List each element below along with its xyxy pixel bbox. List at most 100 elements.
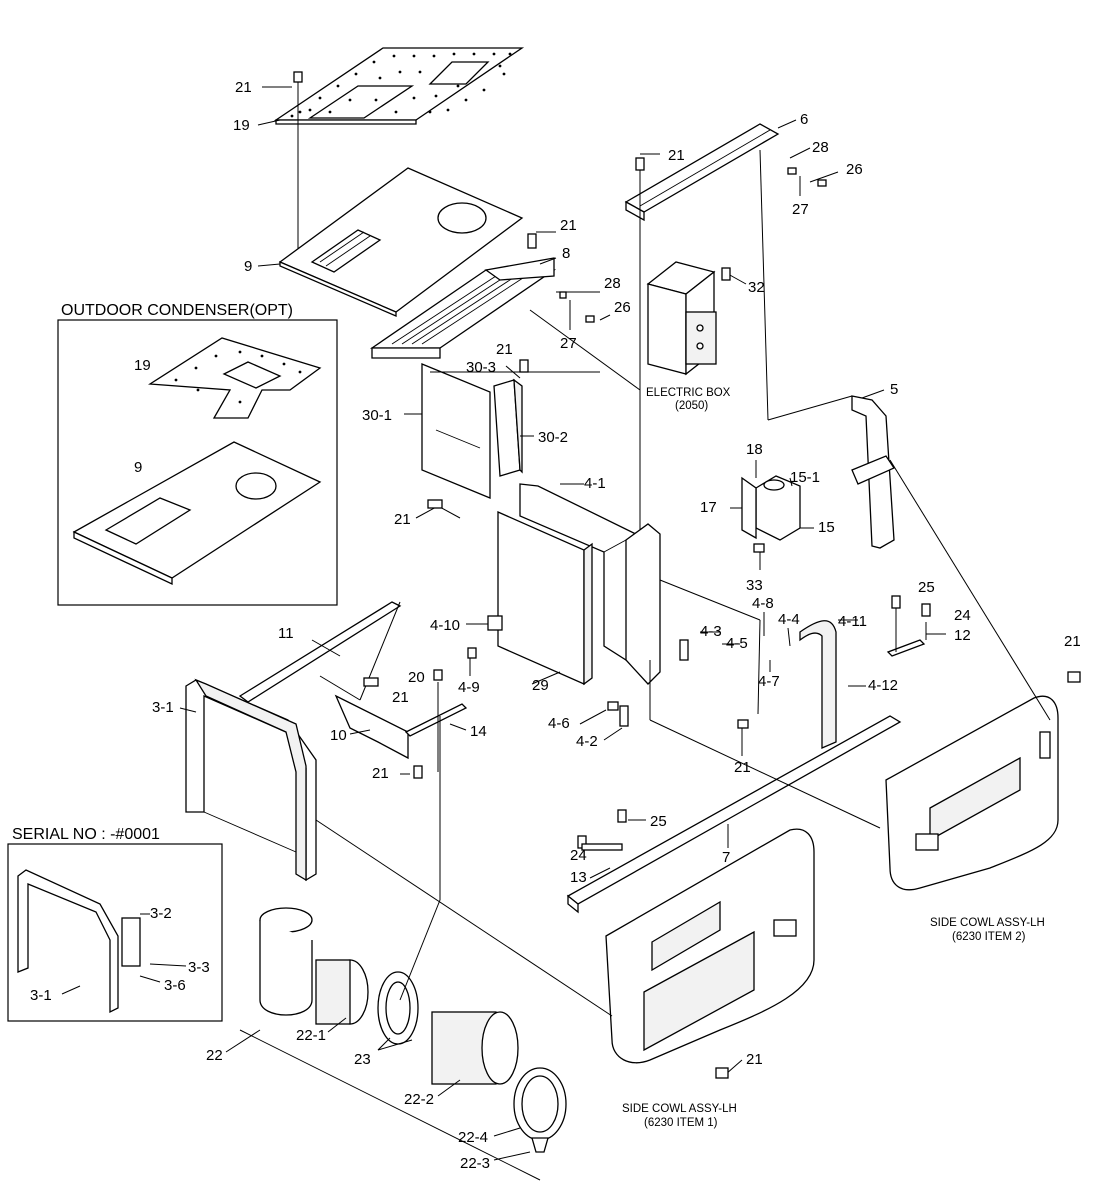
callout-21-cowl: 21 bbox=[746, 1051, 763, 1068]
callout-21-plate: 21 bbox=[560, 217, 577, 234]
callout-15-1: 15-1 bbox=[790, 469, 820, 486]
part-19-perforated-plate bbox=[273, 47, 525, 125]
serial-part-3-1 bbox=[17, 869, 141, 1014]
callout-3-2: 3-2 bbox=[150, 905, 172, 922]
callout-4-4: 4-4 bbox=[778, 611, 800, 628]
callout-19-opt: 19 bbox=[134, 357, 151, 374]
opt-part-19-plate bbox=[148, 337, 322, 419]
side-cowl-item2 bbox=[885, 695, 1059, 891]
callout-25-b: 25 bbox=[650, 813, 667, 830]
serial-no-title: SERIAL NO : -#0001 bbox=[12, 826, 160, 843]
callout-4-9: 4-9 bbox=[458, 679, 480, 696]
callout-18: 18 bbox=[746, 441, 763, 458]
side-cowl-item1-caption-1: SIDE COWL ASSY-LH bbox=[622, 1103, 737, 1115]
part-30-1-panel bbox=[421, 363, 491, 499]
part-3-1-housing bbox=[185, 678, 317, 882]
side-cowl-item2-caption-1: SIDE COWL ASSY-LH bbox=[930, 917, 1045, 929]
callout-21-10: 21 bbox=[392, 689, 409, 706]
callout-22: 22 bbox=[206, 1047, 223, 1064]
side-cowl-item1-caption-2: (6230 ITEM 1) bbox=[644, 1117, 718, 1129]
callout-32: 32 bbox=[748, 279, 765, 296]
callout-28-b: 28 bbox=[812, 139, 829, 156]
callout-4-8: 4-8 bbox=[752, 595, 774, 612]
callout-21-low: 21 bbox=[372, 765, 389, 782]
part-5-bracket bbox=[851, 395, 895, 549]
part-6-rail bbox=[624, 123, 780, 540]
callout-4-6: 4-6 bbox=[548, 715, 570, 732]
assembly-lines bbox=[239, 149, 1051, 1181]
outdoor-condenser-frame bbox=[57, 319, 338, 606]
callout-6: 6 bbox=[800, 111, 808, 128]
callout-9-top: 9 bbox=[244, 258, 252, 275]
callout-15: 15 bbox=[818, 519, 835, 536]
bolt-21-top bbox=[293, 71, 303, 250]
callout-22-4: 22-4 bbox=[458, 1129, 488, 1146]
leader-lines bbox=[61, 86, 1073, 1161]
callout-33: 33 bbox=[746, 577, 763, 594]
callout-26-a: 26 bbox=[614, 299, 631, 316]
callout-19-top: 19 bbox=[233, 117, 250, 134]
callout-22-1: 22-1 bbox=[296, 1027, 326, 1044]
callout-28-a: 28 bbox=[604, 275, 621, 292]
callout-27-a: 27 bbox=[560, 335, 577, 352]
part-4-1-frame bbox=[519, 483, 661, 685]
side-cowl-item2-caption-2: (6230 ITEM 2) bbox=[952, 931, 1026, 943]
callout-3-6: 3-6 bbox=[164, 977, 186, 994]
callout-9-opt: 9 bbox=[134, 459, 142, 476]
callout-4-1: 4-1 bbox=[584, 475, 606, 492]
callout-30-3: 30-3 bbox=[466, 359, 496, 376]
callout-23: 23 bbox=[354, 1051, 371, 1068]
electric-box-caption-1: ELECTRIC BOX bbox=[646, 387, 731, 399]
callout-13: 13 bbox=[570, 869, 587, 886]
callout-3-1-serial: 3-1 bbox=[30, 987, 52, 1004]
electric-box-caption-2: (2050) bbox=[675, 400, 708, 412]
callout-10: 10 bbox=[330, 727, 347, 744]
callout-30-2: 30-2 bbox=[538, 429, 568, 446]
callout-30-1: 30-1 bbox=[362, 407, 392, 424]
fasteners bbox=[363, 167, 1081, 1079]
callout-labels: 21 19 9 21 8 28 26 27 21 6 28 26 27 32 1… bbox=[30, 79, 1081, 1172]
opt-part-9-plate bbox=[72, 441, 322, 586]
part-9-base-plate bbox=[278, 167, 524, 317]
callout-3-1: 3-1 bbox=[152, 699, 174, 716]
electric-box bbox=[646, 261, 717, 376]
callout-17: 17 bbox=[700, 499, 717, 516]
callout-20: 20 bbox=[408, 669, 425, 686]
part-8-condenser bbox=[369, 233, 557, 359]
callout-22-2: 22-2 bbox=[404, 1091, 434, 1108]
callout-21-303: 21 bbox=[496, 341, 513, 358]
part-4-11-strip bbox=[799, 620, 837, 749]
outdoor-condenser-title: OUTDOOR CONDENSER(OPT) bbox=[61, 302, 293, 319]
side-cowl-item1 bbox=[605, 828, 815, 1064]
callout-24-b: 24 bbox=[570, 847, 587, 864]
part-22-air-cleaner bbox=[259, 907, 567, 1153]
callout-14: 14 bbox=[470, 723, 487, 740]
callout-4-5: 4-5 bbox=[726, 635, 748, 652]
serial-no-frame bbox=[7, 843, 223, 1022]
callout-21-right: 21 bbox=[1064, 633, 1081, 650]
callout-5: 5 bbox=[890, 381, 898, 398]
callout-21-rail: 21 bbox=[668, 147, 685, 164]
part-30-2-panel bbox=[493, 378, 523, 477]
part-14-rod bbox=[404, 703, 468, 737]
callout-24-a: 24 bbox=[954, 607, 971, 624]
callout-4-3: 4-3 bbox=[700, 623, 722, 640]
part-7-rail bbox=[566, 715, 902, 914]
callout-25-a: 25 bbox=[918, 579, 935, 596]
callout-12: 12 bbox=[954, 627, 971, 644]
callout-21-mid: 21 bbox=[394, 511, 411, 528]
callout-4-10: 4-10 bbox=[430, 617, 460, 634]
callout-4-11: 4-11 bbox=[838, 613, 867, 630]
callout-22-3: 22-3 bbox=[460, 1155, 490, 1172]
part-15-tank bbox=[741, 475, 801, 541]
part-10-bracket bbox=[334, 694, 409, 760]
callout-8: 8 bbox=[562, 245, 570, 262]
callout-4-7: 4-7 bbox=[758, 673, 780, 690]
part-29-panel bbox=[497, 511, 593, 686]
callout-21-top: 21 bbox=[235, 79, 252, 96]
callout-3-3: 3-3 bbox=[188, 959, 210, 976]
callout-7: 7 bbox=[722, 849, 730, 866]
callout-27-b: 27 bbox=[792, 201, 809, 218]
part-12-latch bbox=[886, 639, 926, 657]
